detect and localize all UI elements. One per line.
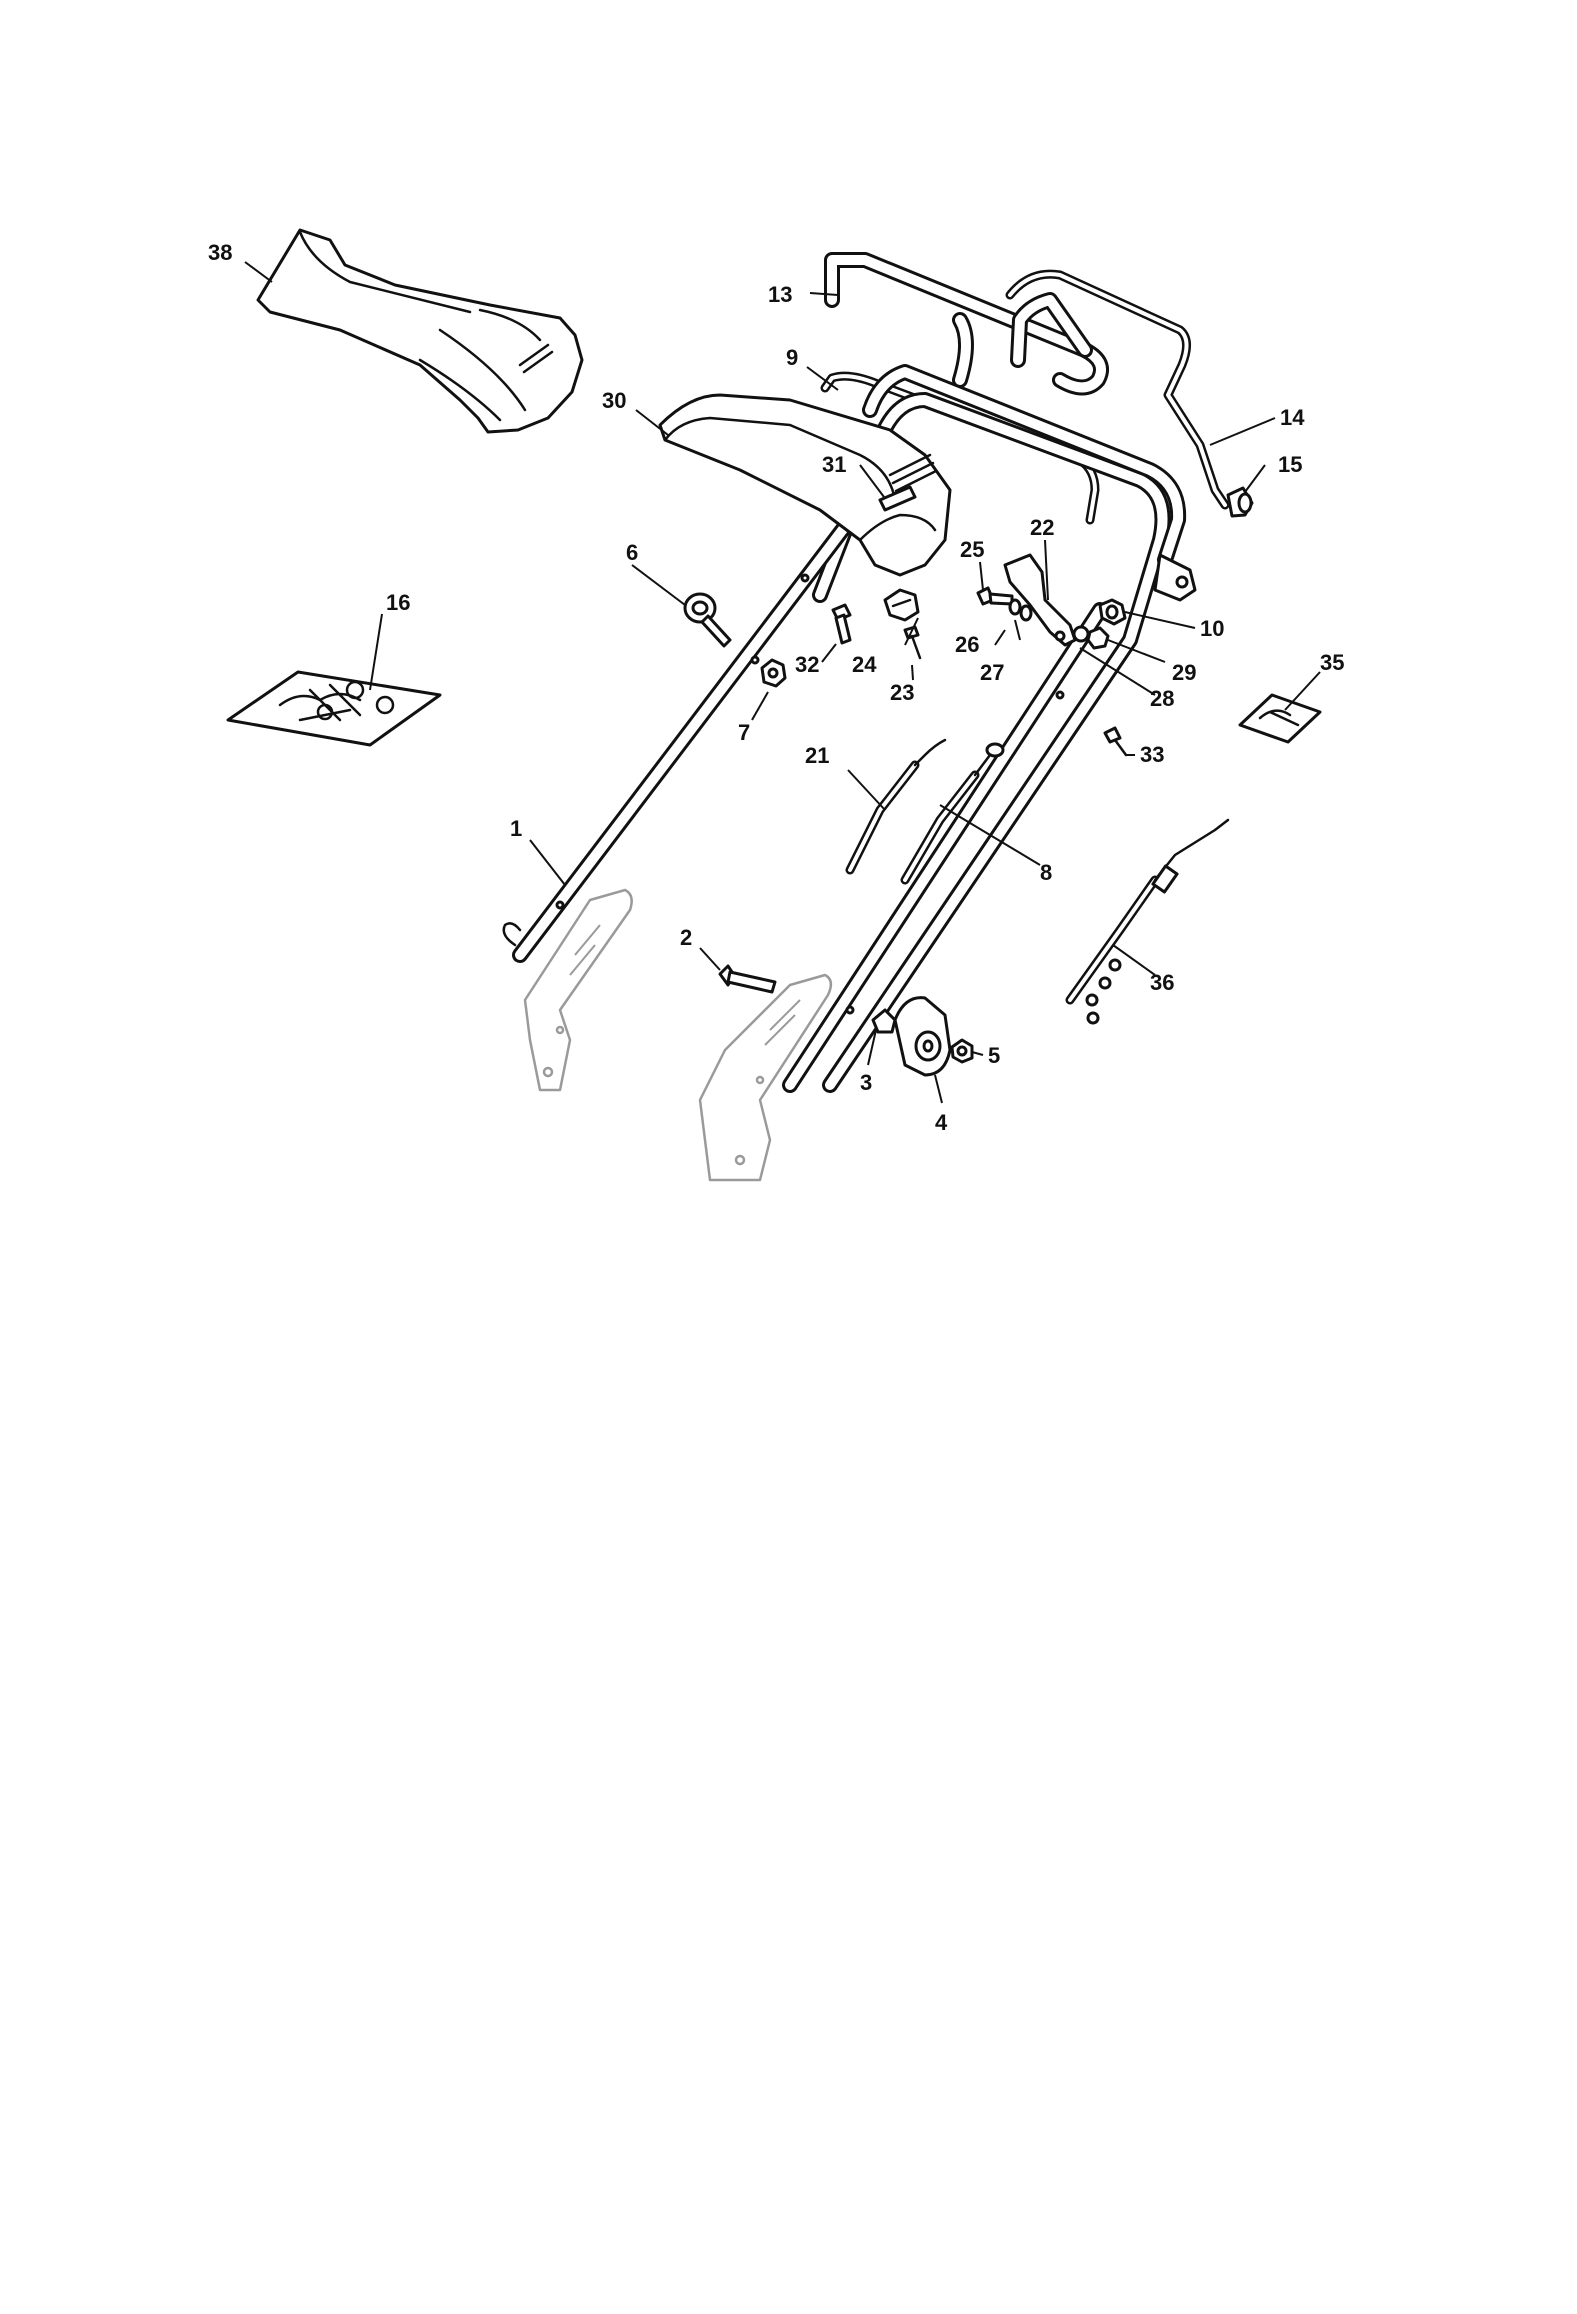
- callout-15: 15: [1278, 452, 1302, 477]
- main-upper-handle: [812, 364, 1197, 1093]
- callout-31: 31: [822, 452, 846, 477]
- callout-16: 16: [386, 590, 410, 615]
- callout-27: 27: [980, 660, 1004, 685]
- part-8-cable: [900, 742, 1005, 885]
- part-38-handle-cover: [256, 228, 584, 434]
- part-35-small-bag: [1238, 693, 1322, 744]
- callout-10: 10: [1200, 616, 1224, 641]
- callout-29: 29: [1172, 660, 1196, 685]
- part-27-washer: [1019, 604, 1033, 622]
- part-1-lower-handle: [502, 512, 858, 963]
- callout-7: 7: [738, 720, 750, 745]
- part-21-cable: [845, 738, 947, 875]
- callout-21: 21: [805, 743, 829, 768]
- callout-13: 13: [768, 282, 792, 307]
- part-28-nut: [1086, 626, 1110, 650]
- part-15-rod-cap: [1226, 486, 1254, 518]
- ghost-left-bracket: [523, 888, 633, 1092]
- callout-2: 2: [680, 925, 692, 950]
- part-36-cable-kit: [1065, 818, 1230, 1025]
- part-6-eye-bolt: [683, 592, 732, 648]
- part-29-washer: [1072, 625, 1090, 643]
- callout-24: 24: [852, 652, 877, 677]
- callout-3: 3: [860, 1070, 872, 1095]
- part-30-fitted-handle-cover: [658, 393, 952, 577]
- callout-23: 23: [890, 680, 914, 705]
- part-26-washer: [1008, 598, 1022, 616]
- callout-4: 4: [935, 1110, 948, 1135]
- callout-26: 26: [955, 632, 979, 657]
- callout-6: 6: [626, 540, 638, 565]
- callout-5: 5: [988, 1043, 1000, 1068]
- part-4-handle-knob: [893, 996, 952, 1077]
- callout-38: 38: [208, 240, 232, 265]
- part-3-wing-nut: [871, 1008, 897, 1034]
- callout-28: 28: [1150, 686, 1174, 711]
- callout-22: 22: [1030, 515, 1054, 540]
- ghost-right-bracket: [698, 973, 833, 1182]
- callout-35: 35: [1320, 650, 1344, 675]
- part-16-hardware-bag: [226, 670, 442, 747]
- lower-handle-right-tube: [782, 602, 1108, 1093]
- callout-36: 36: [1150, 970, 1174, 995]
- part-31-cover-insert: [878, 485, 917, 512]
- leader-lines: [244, 261, 1321, 1104]
- part-33-screw: [1103, 726, 1128, 757]
- part-32-screw: [831, 603, 852, 645]
- callout-1: 1: [510, 816, 522, 841]
- part-5-nut: [950, 1038, 974, 1064]
- callout-32: 32: [795, 652, 819, 677]
- part-7-nut: [760, 658, 787, 688]
- part-25-bolt: [976, 586, 1014, 606]
- callout-14: 14: [1280, 405, 1305, 430]
- part-14-control-rod: [1005, 269, 1230, 510]
- part-2-bolt: [718, 964, 777, 994]
- callout-30: 30: [602, 388, 626, 413]
- callout-labels: 38 13 14 15 9 30 31 22 25 10 29 28 27 26…: [208, 240, 1344, 1135]
- callout-25: 25: [960, 537, 984, 562]
- part-13-control-bar: [824, 252, 1109, 396]
- callout-33: 33: [1140, 742, 1164, 767]
- callout-8: 8: [1040, 860, 1052, 885]
- part-10-knob: [1098, 598, 1127, 626]
- part-24-clip: [883, 588, 920, 622]
- callout-9: 9: [786, 345, 798, 370]
